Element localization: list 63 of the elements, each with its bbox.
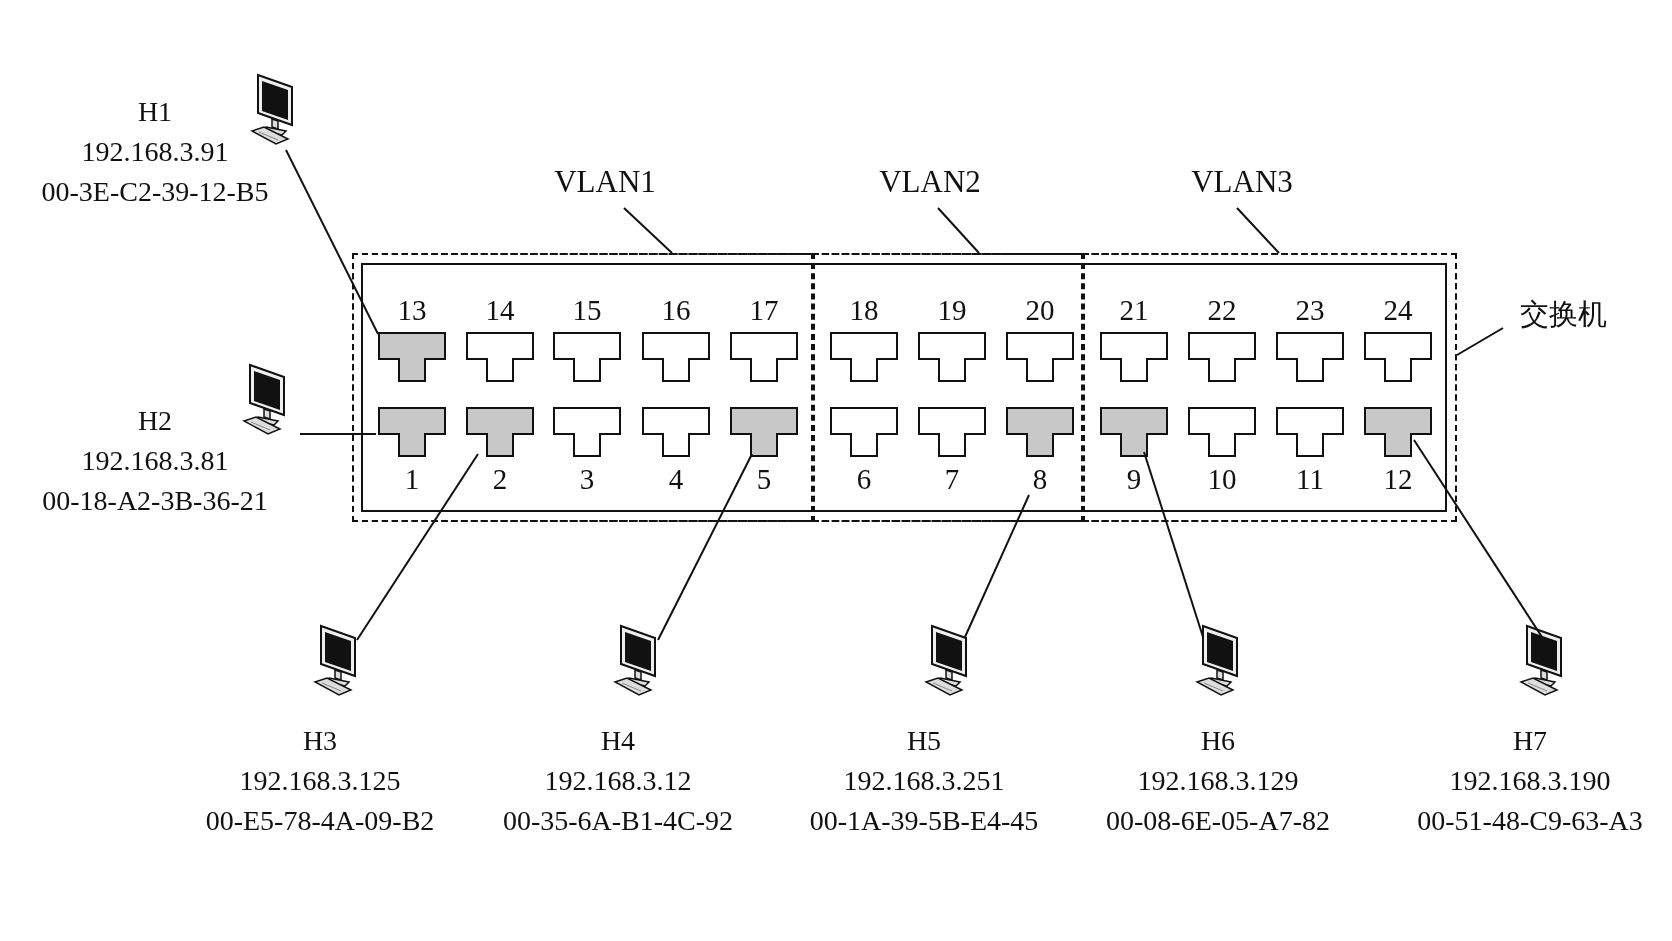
leader-line [1236,207,1280,254]
vlan-label: VLAN3 [1190,163,1294,201]
mac-address: 00-35-6A-B1-4C-92 [501,804,735,838]
port-number: 4 [667,462,685,497]
ip-address: 192.168.3.91 [80,135,230,169]
port-number: 8 [1031,462,1049,497]
cable-line [1143,451,1204,638]
port-number: 12 [1382,462,1414,497]
vlan-region [1083,253,1457,522]
port-number: 14 [484,293,516,328]
ip-address: 192.168.3.251 [842,764,1006,798]
mac-address: 00-3E-C2-39-12-B5 [40,175,270,209]
mac-address: 00-51-48-C9-63-A3 [1416,804,1644,838]
ip-address: 192.168.3.81 [80,444,230,478]
host-name: H1 [136,95,174,129]
port-number: 23 [1294,293,1326,328]
port-number: 6 [855,462,873,497]
port-number: 3 [578,462,596,497]
mac-address: 00-18-A2-3B-36-21 [41,484,269,518]
host-name: H5 [905,724,943,758]
host-name: H7 [1511,724,1549,758]
host-name: H3 [301,724,339,758]
cable-line [1413,439,1543,638]
cable-line [964,494,1030,638]
ip-address: 192.168.3.12 [543,764,693,798]
leader-line [1456,327,1504,356]
cable-line [299,433,377,435]
port-number: 19 [936,293,968,328]
port-number: 2 [491,462,509,497]
switch-label: 交换机 [1518,296,1608,333]
cable-line [356,453,479,641]
port-number: 15 [571,293,603,328]
port-number: 10 [1206,462,1238,497]
host-name: H6 [1199,724,1237,758]
host-name: H4 [599,724,637,758]
cable-line [657,453,753,641]
port-number: 5 [755,462,773,497]
port-number: 17 [748,293,780,328]
port-number: 1 [403,462,421,497]
port-number: 24 [1382,293,1414,328]
port-number: 16 [660,293,692,328]
port-number: 13 [396,293,428,328]
port-number: 22 [1206,293,1238,328]
port-number: 18 [848,293,880,328]
leader-line [937,207,980,254]
port-number: 9 [1125,462,1143,497]
ip-address: 192.168.3.190 [1448,764,1612,798]
mac-address: 00-E5-78-4A-09-B2 [204,804,436,838]
port-number: 20 [1024,293,1056,328]
port-number: 11 [1295,462,1325,497]
mac-address: 00-08-6E-05-A7-82 [1105,804,1331,838]
ip-address: 192.168.3.125 [238,764,402,798]
vlan-label: VLAN2 [878,163,982,201]
port-number: 7 [943,462,961,497]
port-number: 21 [1118,293,1150,328]
mac-address: 00-1A-39-5B-E4-45 [808,804,1040,838]
host-name: H2 [136,404,174,438]
vlan-region [352,253,813,522]
leader-line [623,207,673,254]
vlan-region [813,253,1083,522]
cable-line [285,149,379,335]
vlan-label: VLAN1 [553,163,657,201]
ip-address: 192.168.3.129 [1136,764,1300,798]
